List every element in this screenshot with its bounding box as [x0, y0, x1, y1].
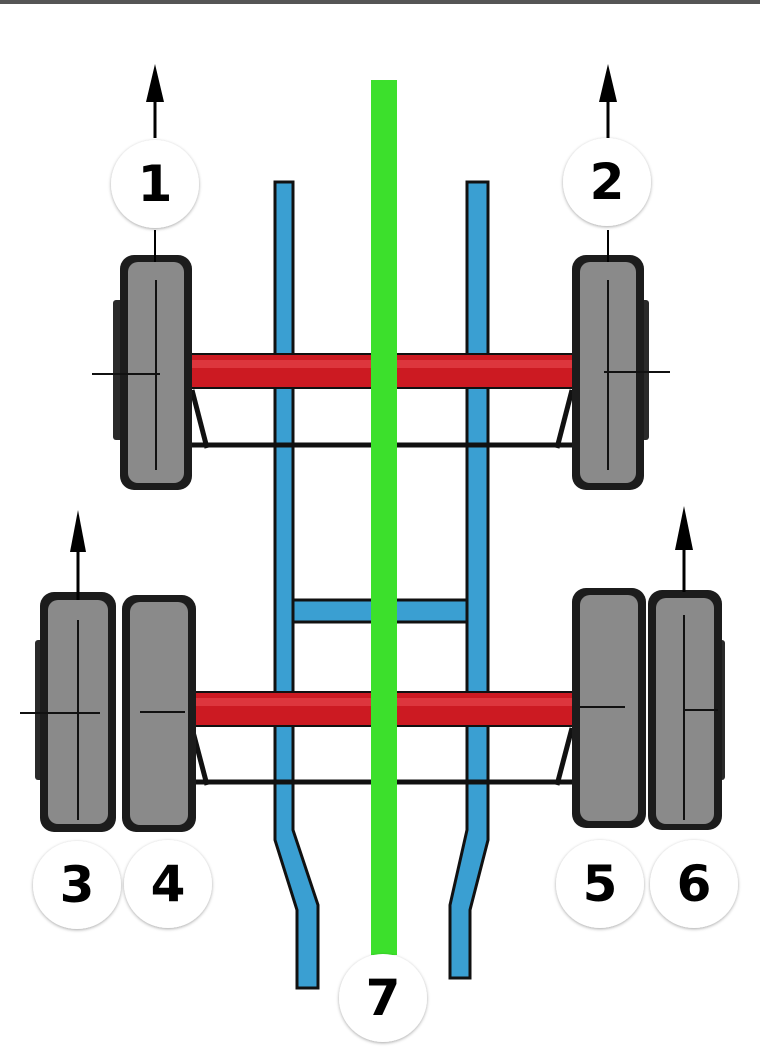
- arrow-up-icon: [70, 510, 86, 600]
- label-1: 1: [111, 140, 199, 228]
- tire-rear-left-inner: [122, 595, 196, 832]
- svg-text:1: 1: [138, 155, 173, 213]
- label-5: 5: [556, 840, 644, 928]
- frame-rail-right: [448, 180, 490, 980]
- tire-front-right: [572, 255, 670, 490]
- top-border: [0, 0, 760, 4]
- tire-rear-right-outer: [648, 590, 725, 830]
- arrow-up-icon: [146, 64, 164, 262]
- direction-arrows: [70, 64, 693, 600]
- svg-text:3: 3: [60, 856, 95, 914]
- tires: [20, 255, 725, 832]
- frame-rail-left: [273, 180, 320, 990]
- label-7: 7: [339, 954, 427, 1042]
- svg-text:5: 5: [583, 855, 618, 913]
- centerline-bar: [371, 80, 397, 955]
- label-6: 6: [650, 840, 738, 928]
- arrow-up-icon: [675, 506, 693, 592]
- svg-text:4: 4: [151, 855, 186, 913]
- label-2: 2: [563, 138, 651, 226]
- tire-rear-left-outer: [20, 592, 116, 832]
- svg-text:6: 6: [677, 855, 712, 913]
- tire-front-left: [92, 255, 192, 490]
- svg-text:2: 2: [590, 153, 625, 211]
- label-3: 3: [33, 841, 121, 929]
- svg-text:7: 7: [366, 969, 401, 1027]
- arrow-up-icon: [599, 64, 617, 262]
- label-4: 4: [124, 840, 212, 928]
- tire-rear-right-inner: [572, 588, 646, 828]
